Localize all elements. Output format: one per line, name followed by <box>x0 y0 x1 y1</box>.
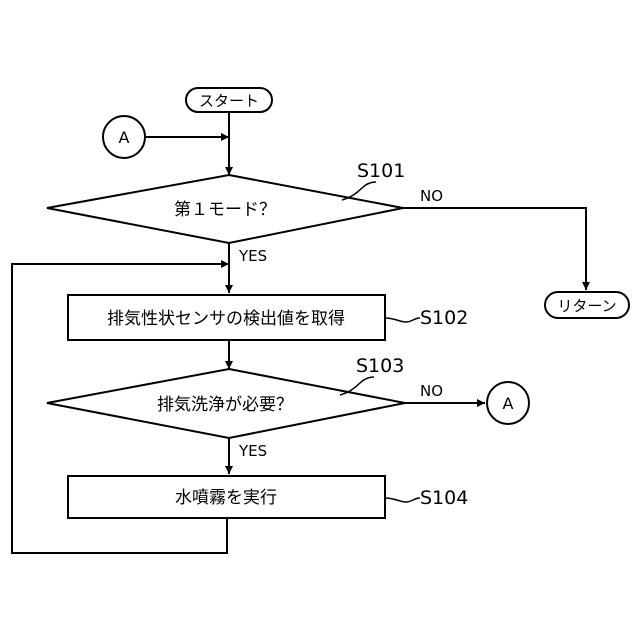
connector-a-out: A <box>487 382 529 424</box>
leader-s102 <box>385 318 420 322</box>
line-decision1-no-to-return <box>403 208 586 290</box>
step-label-s104: S104 <box>420 487 468 509</box>
connector-a-out-label: A <box>503 394 514 413</box>
step-label-s103: S103 <box>356 355 404 377</box>
return-label: リターン <box>557 297 616 315</box>
decision-exhaust-cleaning: 排気洗浄が必要？ <box>47 369 405 438</box>
connector-a-in-label: A <box>119 128 130 147</box>
decision-exhaust-cleaning-label: 排気洗浄が必要？ <box>157 395 293 415</box>
return-terminal: リターン <box>545 292 629 318</box>
start-terminal: スタート <box>186 88 272 112</box>
branch-label-d2-yes: YES <box>238 442 267 460</box>
decision-first-mode-label: 第１モード？ <box>174 200 276 220</box>
process-acquire-sensor-value: 排気性状センサの検出値を取得 <box>68 295 385 340</box>
step-label-s101: S101 <box>357 160 405 182</box>
process-acquire-sensor-value-label: 排気性状センサの検出値を取得 <box>107 309 345 329</box>
branch-label-d2-no: NO <box>420 382 443 400</box>
connector-a-in: A <box>103 116 145 158</box>
step-label-s102: S102 <box>420 307 468 329</box>
branch-label-d1-yes: YES <box>238 247 267 265</box>
process-execute-water-spray-label: 水噴霧を実行 <box>175 488 277 508</box>
branch-label-d1-no: NO <box>420 187 443 205</box>
start-label: スタート <box>199 92 259 110</box>
leader-s104 <box>385 498 420 502</box>
process-execute-water-spray: 水噴霧を実行 <box>68 476 385 518</box>
decision-first-mode: 第１モード？ <box>47 175 403 243</box>
